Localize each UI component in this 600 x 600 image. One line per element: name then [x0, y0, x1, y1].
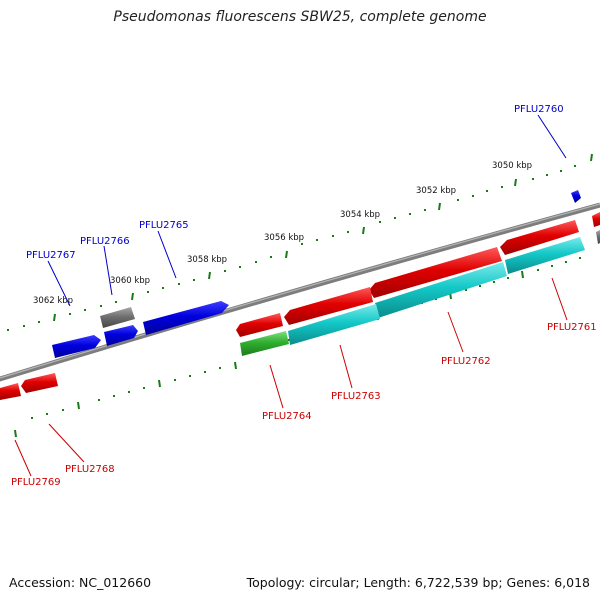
- gene-label-pflu2768[interactable]: PFLU2768: [65, 464, 115, 475]
- leader-pflu2760: [537, 114, 567, 159]
- gene-label-pflu2769[interactable]: PFLU2769: [11, 477, 61, 488]
- map-title: Pseudomonas fluorescens SBW25, complete …: [113, 9, 487, 25]
- outer-tick-ring: [7, 153, 593, 331]
- kbp-label: 3052 kbp: [416, 186, 456, 196]
- kbp-label: 3060 kbp: [110, 276, 150, 286]
- gene-label-pflu2761[interactable]: PFLU2761: [547, 322, 597, 333]
- gene-arrow-pflu2761-cyan[interactable]: [505, 237, 585, 274]
- inner-tick: [234, 361, 237, 370]
- gene-arrow-pflu2762-cyan[interactable]: [375, 262, 507, 318]
- gene-arrow-blue[interactable]: [52, 335, 101, 358]
- gene-arrow-gray[interactable]: [596, 230, 600, 244]
- gene-label-pflu2762[interactable]: PFLU2762: [441, 356, 491, 367]
- gene-arrow-pflu2762[interactable]: [369, 247, 502, 298]
- outer-tick: [285, 250, 288, 259]
- leader-pflu2769: [14, 439, 32, 477]
- outer-tick: [53, 313, 56, 322]
- gene-arrow-pflu2768[interactable]: [21, 373, 58, 393]
- leader-pflu2768: [48, 423, 85, 463]
- gene-arrow-gray[interactable]: [100, 307, 135, 328]
- gene-arrow-pflu2763-cyan[interactable]: [288, 304, 380, 345]
- kbp-label: 3050 kbp: [492, 161, 532, 171]
- forward-strand-genes: [52, 190, 581, 358]
- kbp-label: 3056 kbp: [264, 233, 304, 243]
- leader-lines: [14, 114, 568, 477]
- kbp-label: 3058 kbp: [187, 255, 227, 265]
- gene-arrow-red[interactable]: [592, 212, 600, 227]
- outer-tick: [438, 202, 441, 211]
- outer-tick: [362, 226, 365, 235]
- genome-backbone-highlight: [0, 203, 600, 379]
- reverse-strand-genes: [0, 212, 600, 400]
- leader-pflu2762: [447, 311, 464, 353]
- gene-label-pflu2764[interactable]: PFLU2764: [262, 411, 312, 422]
- gene-arrow-pflu2764[interactable]: [240, 331, 289, 356]
- gene-arrow-pflu2761[interactable]: [500, 220, 579, 255]
- gene-labels: PFLU2760 PFLU2765 PFLU2766 PFLU2767 PFLU…: [11, 104, 597, 488]
- kbp-labels: 3050 kbp 3052 kbp 3054 kbp 3056 kbp 3058…: [33, 161, 532, 306]
- gene-label-pflu2760[interactable]: PFLU2760: [514, 104, 564, 115]
- outer-tick: [131, 292, 134, 301]
- leader-pflu2764: [269, 364, 284, 409]
- outer-tick: [590, 153, 593, 162]
- gene-label-pflu2767[interactable]: PFLU2767: [26, 250, 76, 261]
- inner-tick: [14, 429, 17, 438]
- leader-pflu2765: [157, 230, 177, 279]
- gene-arrow-pflu2764-red[interactable]: [236, 313, 283, 337]
- gene-arrow-pflu2760[interactable]: [571, 190, 581, 203]
- accession-text: Accession: NC_012660: [9, 575, 152, 590]
- leader-pflu2763: [339, 344, 353, 389]
- genome-backbone: [0, 202, 600, 382]
- genome-summary-text: Topology: circular; Length: 6,722,539 bp…: [246, 575, 590, 590]
- gene-arrow-pflu2769[interactable]: [0, 383, 21, 400]
- gene-arrow-pflu2763[interactable]: [284, 287, 373, 325]
- gene-label-pflu2763[interactable]: PFLU2763: [331, 391, 381, 402]
- gene-label-pflu2766[interactable]: PFLU2766: [80, 236, 130, 247]
- leader-pflu2766: [103, 245, 113, 296]
- inner-tick: [158, 379, 161, 388]
- leader-pflu2761: [551, 277, 568, 321]
- inner-tick: [77, 401, 80, 410]
- outer-tick: [514, 178, 517, 187]
- kbp-label: 3062 kbp: [33, 296, 73, 306]
- gene-arrow-blue[interactable]: [104, 325, 138, 346]
- kbp-label: 3054 kbp: [340, 210, 380, 220]
- gene-label-pflu2765[interactable]: PFLU2765: [139, 220, 189, 231]
- leader-pflu2767: [47, 260, 71, 307]
- outer-tick: [208, 271, 211, 280]
- gene-arrow-blue[interactable]: [143, 301, 229, 335]
- inner-tick: [521, 270, 524, 279]
